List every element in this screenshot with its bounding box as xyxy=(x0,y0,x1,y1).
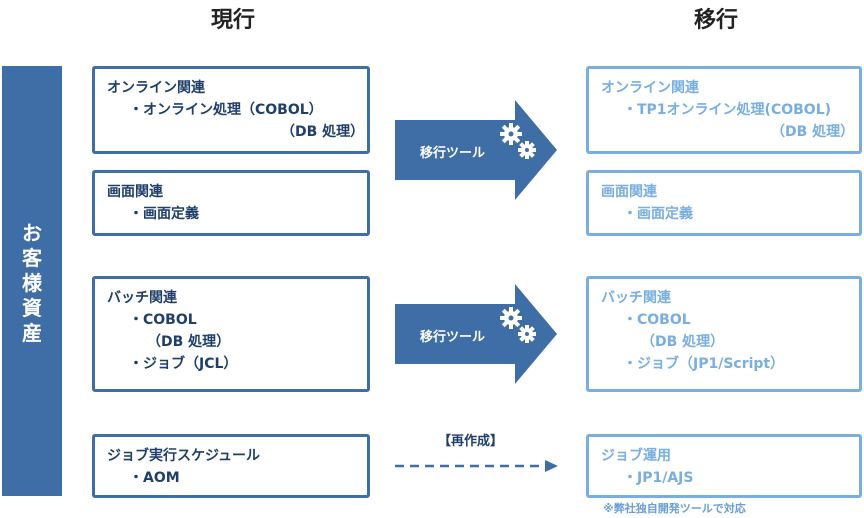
migrated-online-box: オンライン関連 ・TP1オンライン処理(COBOL) （DB 処理） xyxy=(586,66,862,154)
box-item: ・AOM xyxy=(129,470,180,486)
box-item: ・オンライン処理（COBOL） xyxy=(129,102,323,118)
box-title: オンライン関連 xyxy=(107,80,205,96)
box-title: 画面関連 xyxy=(107,184,163,200)
box-item: ・ジョブ（JP1/Script） xyxy=(623,356,785,372)
migration-header: 移行 xyxy=(693,8,738,33)
remake-label: 【再作成】 xyxy=(438,434,504,449)
customer-assets-label: お 客 様 資 産 xyxy=(2,221,62,346)
box-title: バッチ関連 xyxy=(601,290,671,306)
box-item: ・TP1オンライン処理(COBOL) xyxy=(623,102,832,118)
side-label-char: 資 xyxy=(22,296,42,320)
current-screen-box: 画面関連 ・画面定義 xyxy=(92,170,370,236)
current-online-box: オンライン関連 ・オンライン処理（COBOL） （DB 処理） xyxy=(92,66,370,154)
box-item-sub: （DB 処理） xyxy=(147,334,231,350)
box-item: ・画面定義 xyxy=(623,206,693,222)
migrated-job-box: ジョブ運用 ・JP1/AJS xyxy=(586,434,862,498)
migration-tool-label-1: 移行ツール xyxy=(420,146,486,161)
box-item-sub: （DB 処理） xyxy=(281,124,365,140)
side-label-char: 産 xyxy=(22,321,42,345)
box-item: ・COBOL xyxy=(623,312,691,328)
side-label-char: 客 xyxy=(22,246,42,270)
migration-tool-label-2: 移行ツール xyxy=(420,330,486,345)
side-label-char: お xyxy=(22,221,42,245)
gears-icon xyxy=(500,307,536,343)
migrated-batch-box: バッチ関連 ・COBOL （DB 処理） ・ジョブ（JP1/Script） xyxy=(586,276,862,392)
current-header: 現行 xyxy=(210,8,255,33)
remake-dashed-arrow xyxy=(395,460,558,472)
box-item: ・JP1/AJS xyxy=(623,470,694,486)
current-job-box: ジョブ実行スケジュール ・AOM xyxy=(92,434,370,498)
box-title: 画面関連 xyxy=(601,184,657,200)
side-label-char: 様 xyxy=(22,271,42,295)
current-batch-box: バッチ関連 ・COBOL （DB 処理） ・ジョブ（JCL） xyxy=(92,276,370,392)
box-item-sub: （DB 処理） xyxy=(771,124,855,140)
box-title: バッチ関連 xyxy=(107,290,177,306)
customer-assets-bar: お 客 様 資 産 xyxy=(2,66,62,496)
box-item: ・COBOL xyxy=(129,312,197,328)
migration-tool-arrow-1 xyxy=(395,100,557,200)
box-title: オンライン関連 xyxy=(601,80,699,96)
box-title: ジョブ運用 xyxy=(601,448,671,464)
box-item-sub: （DB 処理） xyxy=(641,334,725,350)
migrated-screen-box: 画面関連 ・画面定義 xyxy=(586,170,862,236)
migration-tool-arrow-2 xyxy=(395,284,557,384)
box-item: ・ジョブ（JCL） xyxy=(129,356,238,372)
gears-icon xyxy=(500,123,536,159)
box-title: ジョブ実行スケジュール xyxy=(107,448,261,464)
footnote: ※弊社独自開発ツールで対応 xyxy=(603,502,746,515)
box-item: ・画面定義 xyxy=(129,206,199,222)
